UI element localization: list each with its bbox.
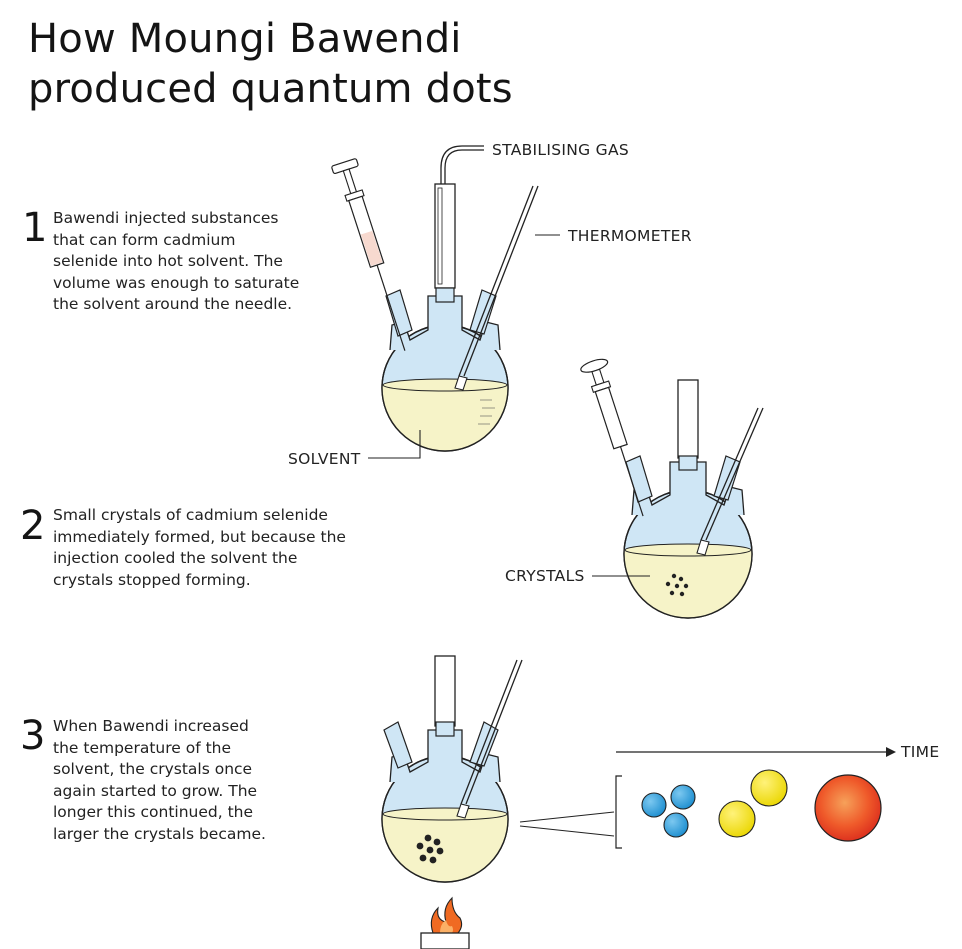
step-3-line: again started to grow. The	[53, 781, 258, 800]
quantum-dots-medium	[718, 769, 788, 838]
step-3-line: longer this continued, the	[53, 803, 254, 821]
step-3-text: When Bawendi increased the temperature o…	[53, 716, 353, 845]
burner-icon	[420, 896, 470, 949]
step-2-line: Small crystals of cadmium selenide	[53, 506, 328, 524]
thermometer-icon	[463, 185, 539, 377]
stabilising-gas-label: STABILISING GAS	[492, 141, 630, 159]
step-2-line: crystals stopped forming.	[53, 570, 251, 589]
solvent-label: SOLVENT	[288, 450, 361, 468]
step-1-line: the solvent around the needle.	[53, 295, 293, 313]
step-3-line: the temperature of the	[53, 738, 232, 757]
syringe-2-icon	[580, 358, 644, 517]
flame-icon	[430, 896, 463, 934]
step-2-line: injection cooled the solvent the	[53, 549, 298, 567]
step-1-line: volume was enough to saturate	[53, 273, 300, 292]
step-1-text: Bawendi injected substances that can for…	[53, 208, 353, 316]
step-3-line: larger the crystals became.	[53, 824, 266, 843]
step-3-line: When Bawendi increased	[53, 717, 249, 735]
title-line-2: produced quantum dots	[28, 66, 513, 112]
gas-tube-icon	[444, 149, 484, 188]
flask-3	[381, 655, 523, 883]
step-1-number: 1	[22, 205, 48, 251]
step-2-line: immediately formed, but because the	[53, 527, 346, 546]
step-3-number: 3	[20, 713, 46, 759]
quantum-dots-small	[641, 784, 696, 838]
crystals-label: CRYSTALS	[505, 567, 585, 585]
step-1-line: that can form cadmium	[53, 230, 236, 249]
step-3-line: solvent, the crystals once	[53, 760, 253, 778]
flask-2	[580, 358, 764, 619]
step-2-number: 2	[20, 503, 46, 549]
step-1-line: selenide into hot solvent. The	[53, 252, 283, 270]
crystal-bracket	[615, 775, 622, 849]
title-line-1: How Moungi Bawendi	[28, 16, 462, 62]
step-2-text: Small crystals of cadmium selenide immed…	[53, 505, 353, 591]
flask-1	[331, 145, 539, 452]
thermometer-2-icon	[705, 407, 764, 541]
thermometer-3-icon	[465, 659, 523, 805]
step-1-line: Bawendi injected substances	[53, 209, 279, 227]
syringe-1-icon	[331, 158, 406, 351]
time-label: TIME	[901, 743, 940, 761]
thermometer-label: THERMOMETER	[568, 227, 692, 245]
page-title: How Moungi Bawendi produced quantum dots	[28, 14, 513, 114]
growing-crystals	[416, 834, 444, 864]
quantum-dot-large	[814, 774, 882, 842]
small-crystals	[665, 573, 689, 597]
